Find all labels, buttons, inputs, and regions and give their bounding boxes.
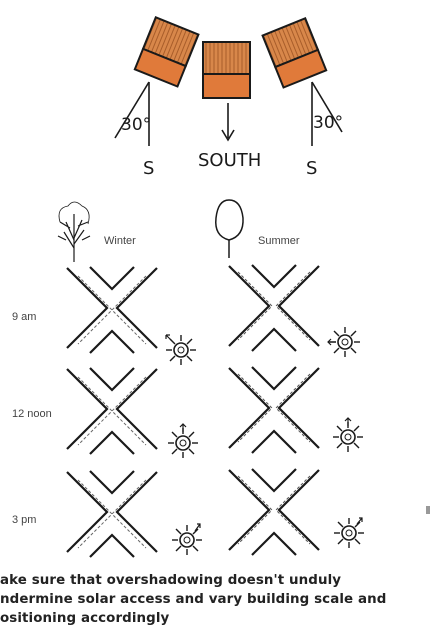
- summer-label: Summer: [258, 235, 300, 247]
- summer-crossing-9am: [229, 265, 319, 351]
- left-orientation-lines: [115, 82, 149, 146]
- panel-left: [135, 17, 199, 86]
- caption-line-1: ake sure that overshadowing doesn't undu…: [0, 571, 430, 590]
- caption: ake sure that overshadowing doesn't undu…: [0, 571, 430, 628]
- center-arrow: [222, 103, 234, 140]
- panel-right: [263, 18, 327, 87]
- left-angle-label: 30°: [121, 115, 151, 135]
- page-edge-mark: [426, 506, 430, 514]
- winter-crossing-3pm: [67, 471, 157, 557]
- winter-label: Winter: [104, 235, 136, 247]
- summer-crossing-noon: [229, 367, 319, 453]
- sun-icon: [172, 525, 202, 555]
- summer-crossing-3pm: [229, 469, 319, 555]
- south-label: SOUTH: [198, 150, 261, 171]
- winter-crossing-noon: [67, 368, 157, 454]
- time-label-noon: 12 noon: [12, 408, 52, 420]
- summer-tree-icon: [216, 200, 243, 258]
- time-label-9am: 9 am: [12, 311, 36, 323]
- time-label-3pm: 3 pm: [12, 514, 36, 526]
- caption-line-3: ositioning accordingly: [0, 609, 430, 628]
- sun-icon: [168, 428, 198, 458]
- right-south-label: S: [306, 158, 317, 179]
- caption-line-2: ndermine solar access and vary building …: [0, 590, 430, 609]
- sun-icon: [334, 518, 364, 548]
- sun-icon: [333, 422, 363, 452]
- right-angle-label: 30°: [313, 113, 343, 133]
- panel-center: [203, 42, 250, 98]
- winter-crossing-9am: [67, 267, 157, 353]
- left-south-label: S: [143, 158, 154, 179]
- winter-tree-icon: [58, 202, 90, 262]
